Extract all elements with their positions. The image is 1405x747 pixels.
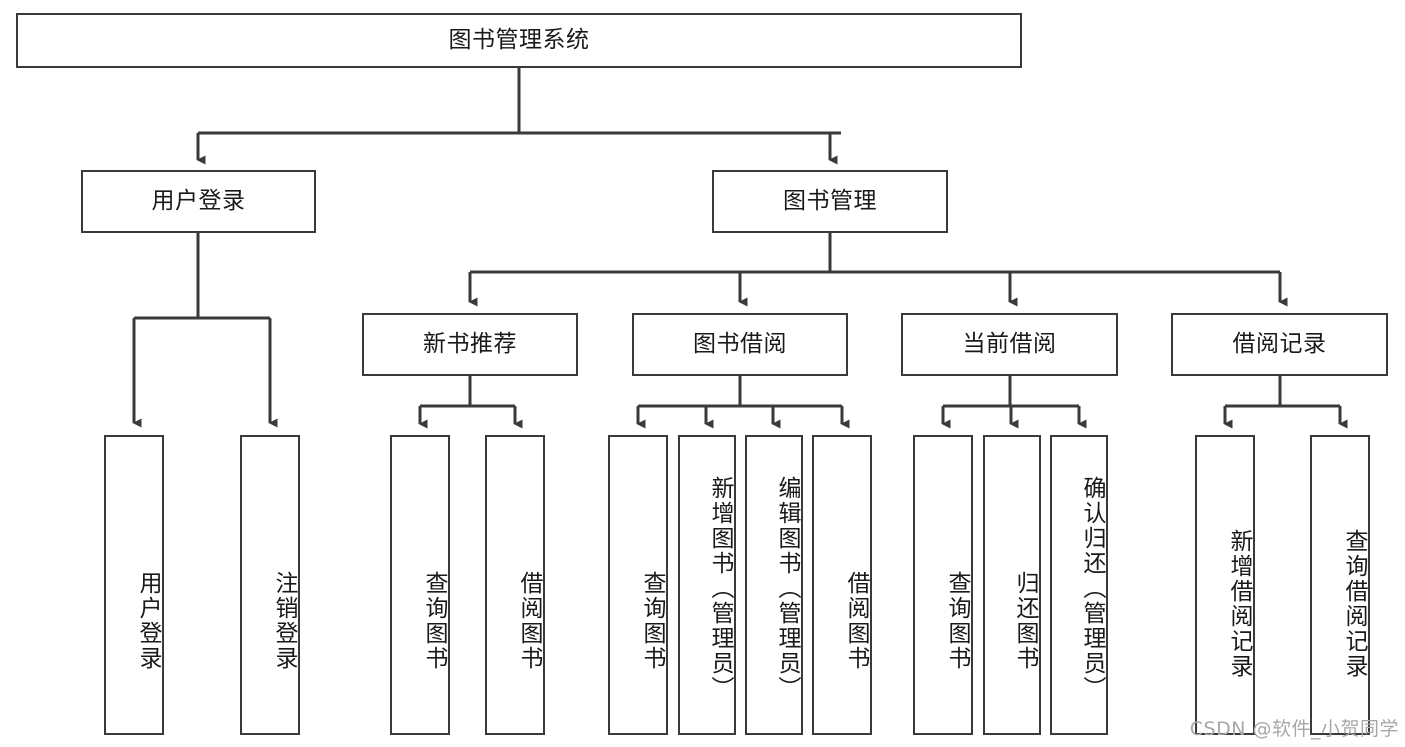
node-new-book-recommend[interactable]: 新书推荐 (362, 313, 578, 376)
node-user-login[interactable]: 用户登录 (81, 170, 316, 233)
leaf-query-borrow-record[interactable]: 查询借阅记录 (1310, 435, 1370, 735)
node-borrow-record[interactable]: 借阅记录 (1171, 313, 1388, 376)
leaf-borrow-book[interactable]: 借阅图书 (812, 435, 872, 735)
leaf-edit-book-admin[interactable]: 编辑图书（管理员） (745, 435, 803, 735)
leaf-borrow-book-recommend[interactable]: 借阅图书 (485, 435, 545, 735)
leaf-user-login[interactable]: 用户登录 (104, 435, 164, 735)
node-current-borrow[interactable]: 当前借阅 (901, 313, 1118, 376)
leaf-query-book-current[interactable]: 查询图书 (913, 435, 973, 735)
node-book-manage[interactable]: 图书管理 (712, 170, 948, 233)
leaf-return-book[interactable]: 归还图书 (983, 435, 1041, 735)
leaf-add-borrow-record[interactable]: 新增借阅记录 (1195, 435, 1255, 735)
node-root[interactable]: 图书管理系统 (16, 13, 1022, 68)
leaf-confirm-return-admin[interactable]: 确认归还（管理员） (1050, 435, 1108, 735)
leaf-query-book-recommend[interactable]: 查询图书 (390, 435, 450, 735)
leaf-query-book-borrow[interactable]: 查询图书 (608, 435, 668, 735)
csdn-watermark: CSDN @软件_小贺同学 (1189, 718, 1399, 740)
leaf-add-book-admin[interactable]: 新增图书（管理员） (678, 435, 736, 735)
node-book-borrow[interactable]: 图书借阅 (632, 313, 848, 376)
leaf-logout-login[interactable]: 注销登录 (240, 435, 300, 735)
